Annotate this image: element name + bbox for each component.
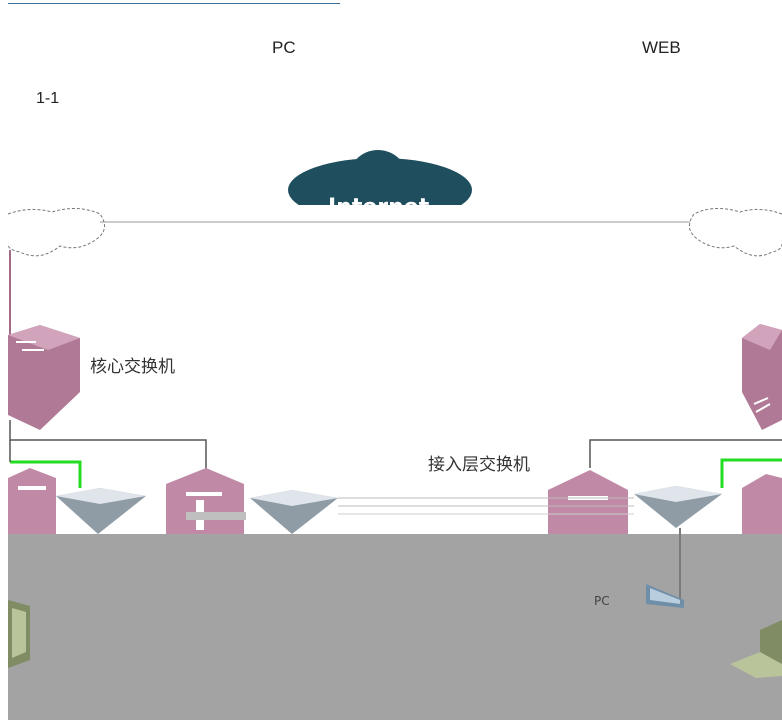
pc-monitor-icon <box>646 584 684 608</box>
mid-small-switch-icon <box>250 490 338 534</box>
left-core-switch-icon <box>8 325 80 430</box>
left-small-switch-icon <box>56 488 146 534</box>
left-green-link <box>10 460 82 488</box>
mid-access-switch-icon <box>166 468 244 534</box>
left-laptop-icon <box>8 600 30 668</box>
right-core-switch-icon <box>742 324 782 430</box>
core-switch-label: 核心交换机 <box>90 357 175 377</box>
header-right-text: WEB <box>642 38 681 57</box>
far-right-access-switch-icon <box>742 474 782 534</box>
pc-label: PC <box>594 594 610 608</box>
left-access-switch-icon <box>8 468 56 534</box>
top-rule <box>8 3 340 4</box>
left-cloud-icon <box>7 208 105 257</box>
internet-cloud-icon: Internet <box>280 150 480 225</box>
figure-number: 1-1 <box>36 90 60 107</box>
right-laptop-icon <box>730 620 782 678</box>
right-access-switch-icon <box>548 470 628 534</box>
gray-region <box>8 534 782 720</box>
left-dist-line <box>9 420 207 470</box>
header-left-text: PC <box>272 38 296 57</box>
cloud-text: Internet <box>328 195 430 220</box>
right-green-link <box>720 458 782 488</box>
right-cloud-icon <box>689 208 782 257</box>
right-dist-line <box>589 439 782 468</box>
access-switch-label: 接入层交换机 <box>428 455 530 475</box>
right-small-switch-icon <box>634 486 722 528</box>
